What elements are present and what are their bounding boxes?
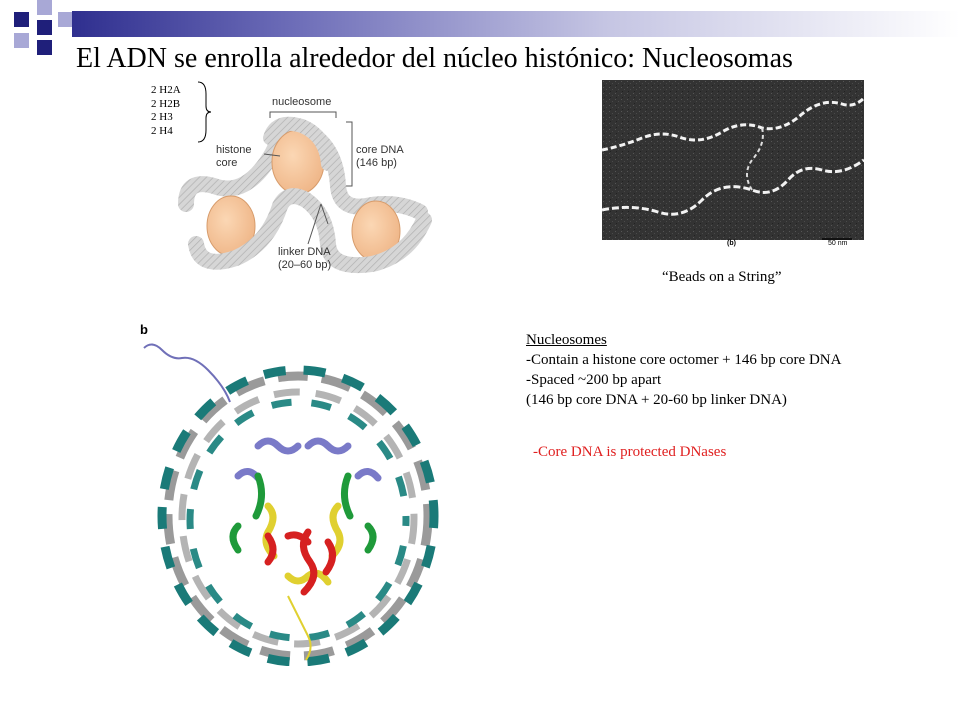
- info-line: (146 bp core DNA + 20-60 bp linker DNA): [526, 392, 787, 408]
- core-dna-label-line: (146 bp): [356, 157, 397, 169]
- histone-item: 2 H2B: [151, 97, 181, 110]
- beads-caption: “Beads on a String”: [662, 269, 782, 285]
- linker-dna-label-line: linker DNA: [278, 246, 331, 258]
- nucleosome-label: nucleosome: [272, 96, 332, 108]
- histone-list: 2 H2A 2 H2B 2 H3 2 H4: [151, 84, 181, 138]
- core-dna-label-line: core DNA: [356, 144, 404, 156]
- corner-square-light: [14, 33, 29, 48]
- histone-item: 2 H3: [151, 111, 173, 123]
- corner-square-light: [58, 12, 73, 27]
- linker-dna-label: linker DNA (20–60 bp): [278, 246, 331, 272]
- nucleosome-crystal-structure: [138, 336, 458, 671]
- structure-panel-letter: b: [140, 322, 148, 337]
- micrograph-image: [602, 80, 864, 240]
- histone-core-label-line: core: [216, 157, 238, 169]
- corner-square-dark: [14, 12, 29, 27]
- scale-label: 50 nm: [828, 240, 848, 247]
- info-line: -Contain a histone core octomer + 146 bp…: [526, 352, 842, 368]
- micrograph-panel-letter: (b): [727, 240, 736, 247]
- title-bar: [72, 11, 960, 37]
- scale-bar: [822, 238, 852, 240]
- crystal-structure-image: [143, 343, 439, 667]
- corner-square-dark: [37, 40, 52, 55]
- slide-title: El ADN se enrolla alrededor del núcleo h…: [76, 43, 793, 74]
- histone-core-label: histone core: [216, 144, 251, 170]
- linker-dna-label-line: (20–60 bp): [278, 259, 332, 271]
- corner-square-light: [37, 0, 52, 15]
- corner-square-dark: [37, 20, 52, 35]
- nucleosome-diagram: nucleosome histone core core DNA (146 bp…: [176, 94, 436, 284]
- nucleosome-info: Nucleosomes -Contain a histone core octo…: [526, 330, 841, 410]
- histone-item: 2 H2A: [151, 84, 181, 96]
- micrograph-footer: [602, 240, 864, 250]
- info-line: -Spaced ~200 bp apart: [526, 372, 662, 388]
- histone-brace: [197, 81, 212, 143]
- nucleosome-illustration: [178, 111, 432, 273]
- electron-micrograph: [602, 80, 864, 240]
- info-heading: Nucleosomes: [526, 332, 607, 348]
- histone-item: 2 H4: [151, 124, 173, 137]
- core-dna-label: core DNA (146 bp): [356, 144, 404, 170]
- protected-dna-note: -Core DNA is protected DNases: [533, 444, 727, 460]
- histone-core-label-line: histone: [216, 144, 252, 156]
